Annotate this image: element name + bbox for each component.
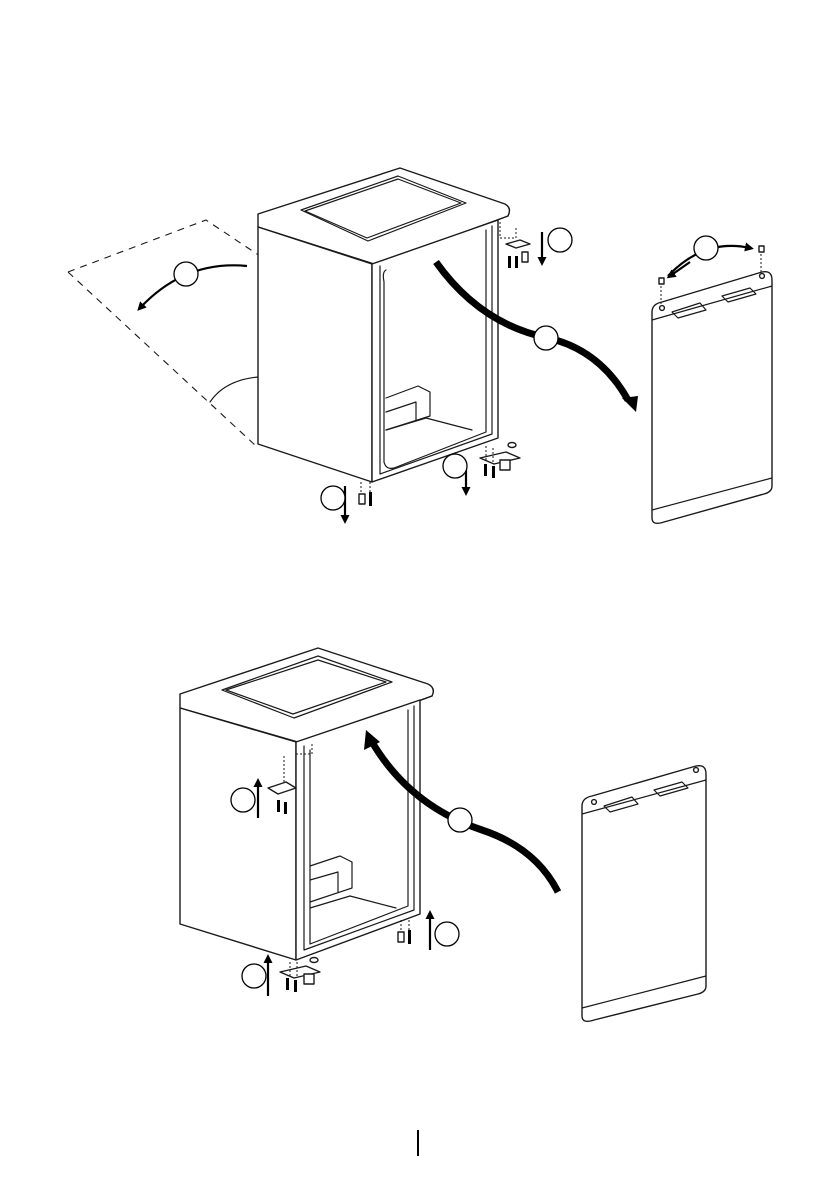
top-panel — [68, 168, 772, 523]
step-bubble-icon — [534, 326, 558, 350]
door-panel-icon — [652, 236, 772, 523]
door-panel-icon — [582, 766, 706, 1022]
fridge-cabinet-icon — [258, 168, 509, 482]
step-bubble-icon — [694, 236, 718, 260]
step-bubble-icon — [435, 922, 459, 946]
screw-icon — [508, 252, 528, 268]
step-bubble-icon — [443, 454, 467, 478]
top-hinge-group — [500, 222, 572, 268]
step-bubble-icon — [174, 262, 198, 286]
step-bubble-icon — [242, 964, 266, 988]
page-number-mark — [417, 1130, 419, 1156]
bottom-hinge-fit — [242, 958, 320, 997]
step-bubble-icon — [548, 228, 572, 252]
step-bubble-icon — [448, 808, 472, 832]
hinge-icon — [506, 240, 530, 248]
door-swing-outline — [68, 220, 260, 446]
step-bubble-icon — [231, 788, 255, 812]
bottom-panel — [180, 648, 706, 1021]
swing-arrow — [140, 262, 247, 308]
fridge-cabinet-icon — [180, 648, 433, 960]
step-bubble-icon — [321, 486, 345, 510]
foot-screws — [321, 482, 372, 520]
